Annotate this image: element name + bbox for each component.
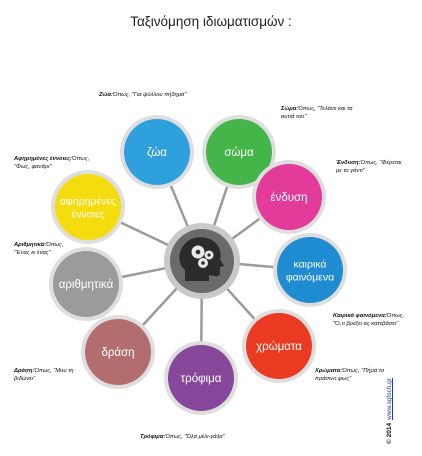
caption-endysi: Ένδυση:Όπως, "Φέρεται με το γάντι" [336, 160, 408, 175]
copyright-notice: © 2014 www.sgfsch.gr [386, 378, 393, 444]
node-soma: σώμα [202, 115, 276, 189]
caption-arithmitika-text: Όπως, "Ένας κι ένας" [14, 242, 64, 256]
page-title: Ταξινόμηση ιδιωματισμών : [130, 14, 292, 29]
node-kairika-circle [277, 237, 343, 303]
caption-chromata-label: Χρώματα: [315, 368, 343, 374]
node-chromata-label: χρώματα [256, 341, 302, 353]
caption-kairika-label: Καιρικά φαινόμενα: [333, 313, 387, 319]
caption-trofima-label: Τρόφιμα: [140, 434, 166, 440]
caption-soma-text: Όπως, "Τελάνε και τα αυτιά του" [281, 106, 353, 120]
node-trofima-label: τρόφιμα [181, 373, 222, 385]
caption-drasi: Δράση:Όπως, "Μου τη βιδώνει" [14, 368, 76, 383]
node-afirimenes-label: έννοιες [71, 209, 104, 221]
node-endysi-circle [256, 164, 322, 230]
node-arithmitika-circle [53, 251, 119, 317]
caption-drasi-label: Δράση: [14, 368, 35, 374]
caption-soma: Σώμα:Όπως, "Τελάνε και τα αυτιά του" [281, 106, 361, 121]
caption-kairika: Καιρικά φαινόμενα:Όπως, "Ό,τι βρέξει ας … [333, 313, 415, 328]
node-kairika-label: καιρικά [293, 259, 326, 271]
caption-afirimenes-text: Όπως, "Φως, φανάρι" [14, 156, 90, 170]
caption-endysi-label: Ένδυση: [336, 160, 361, 166]
caption-zoa-label: Ζώα: [99, 92, 113, 98]
caption-drasi-text: Όπως, "Μου τη βιδώνει" [14, 368, 74, 382]
caption-zoa-text: Όπως, "Για ψύλλου πήδημα" [112, 92, 187, 98]
node-trofima: τρόφιμα [164, 341, 238, 415]
caption-zoa: Ζώα:Όπως, "Για ψύλλου πήδημα" [99, 92, 209, 100]
node-afirimenes-label: αφηρημένες [60, 196, 116, 208]
node-soma-circle [206, 119, 272, 185]
node-chromata-circle [246, 313, 312, 379]
caption-arithmitika: Αριθμητικά:Όπως, "Ένας κι ένας" [14, 242, 64, 257]
head-with-gears-icon [179, 237, 224, 281]
node-drasi: δράση [81, 315, 155, 389]
caption-trofima: Τρόφιμα:Όπως, "Όλα μέλι-γάλα" [140, 434, 280, 442]
node-chromata: χρώματα [242, 309, 316, 383]
copyright-text: © 2014 [386, 422, 393, 444]
copyright-url[interactable]: www.sgfsch.gr [386, 378, 393, 420]
caption-chromata: Χρώματα:Όπως, "Πήρα το πράσινο φως" [315, 368, 395, 383]
node-soma-label: σώμα [224, 147, 254, 159]
node-endysi-label: ένδυση [270, 192, 307, 204]
node-drasi-circle [85, 319, 151, 385]
caption-afirimenes-label: Αφηρημένες έννοιες: [14, 156, 72, 162]
node-endysi: ένδυση [252, 160, 326, 234]
node-zoa-circle [124, 119, 190, 185]
node-drasi-label: δράση [101, 347, 134, 359]
node-afirimenes-circle [55, 174, 121, 240]
caption-chromata-text: Όπως, "Πήρα το πράσινο φως" [315, 368, 385, 382]
caption-kairika-text: Όπως, "Ό,τι βρέξει ας κατεβάσει" [333, 313, 405, 327]
node-arithmitika: αριθμητικά [49, 247, 123, 321]
node-arithmitika-label: αριθμητικά [59, 279, 114, 291]
node-trofima-circle [168, 345, 234, 411]
caption-afirimenes: Αφηρημένες έννοιες:Όπως, "Φως, φανάρι" [14, 156, 106, 171]
node-zoa: ζώα [120, 115, 194, 189]
caption-trofima-text: Όπως, "Όλα μέλι-γάλα" [165, 434, 225, 440]
center-hub [164, 223, 240, 299]
caption-endysi-text: Όπως, "Φέρεται με το γάντι" [336, 160, 402, 174]
caption-arithmitika-label: Αριθμητικά: [14, 242, 47, 248]
caption-soma-label: Σώμα: [281, 106, 299, 112]
node-kairika-label: φαινόμενα [286, 272, 334, 284]
node-zoa-label: ζώα [147, 147, 167, 159]
